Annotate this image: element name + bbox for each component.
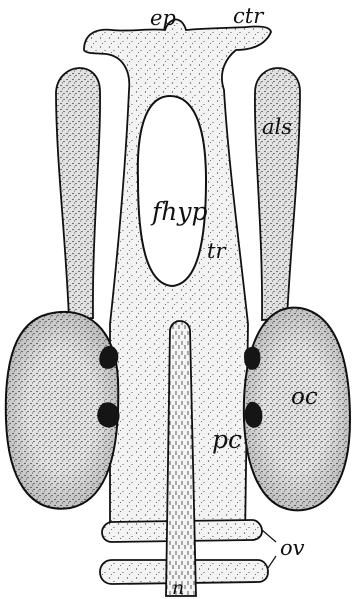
label-ep: ep <box>150 6 176 30</box>
notochord <box>166 321 196 596</box>
left-alisphenoid-cartilage <box>56 68 100 320</box>
label-ov: ov <box>280 536 305 560</box>
ov-leader-upper <box>262 530 276 542</box>
label-fhyp: fhyp <box>150 197 207 226</box>
right-upper-capsule-opening <box>244 347 260 370</box>
label-pc: pc <box>212 425 242 454</box>
label-oc: oc <box>291 384 318 410</box>
hypophyseal-fenestra <box>138 96 206 286</box>
label-tr: tr <box>207 239 227 263</box>
label-ctr: ctr <box>233 4 265 28</box>
right-alisphenoid-cartilage <box>255 68 300 320</box>
label-als: als <box>262 115 292 139</box>
ov-leader-lower <box>268 556 276 568</box>
label-n: n <box>172 577 184 599</box>
